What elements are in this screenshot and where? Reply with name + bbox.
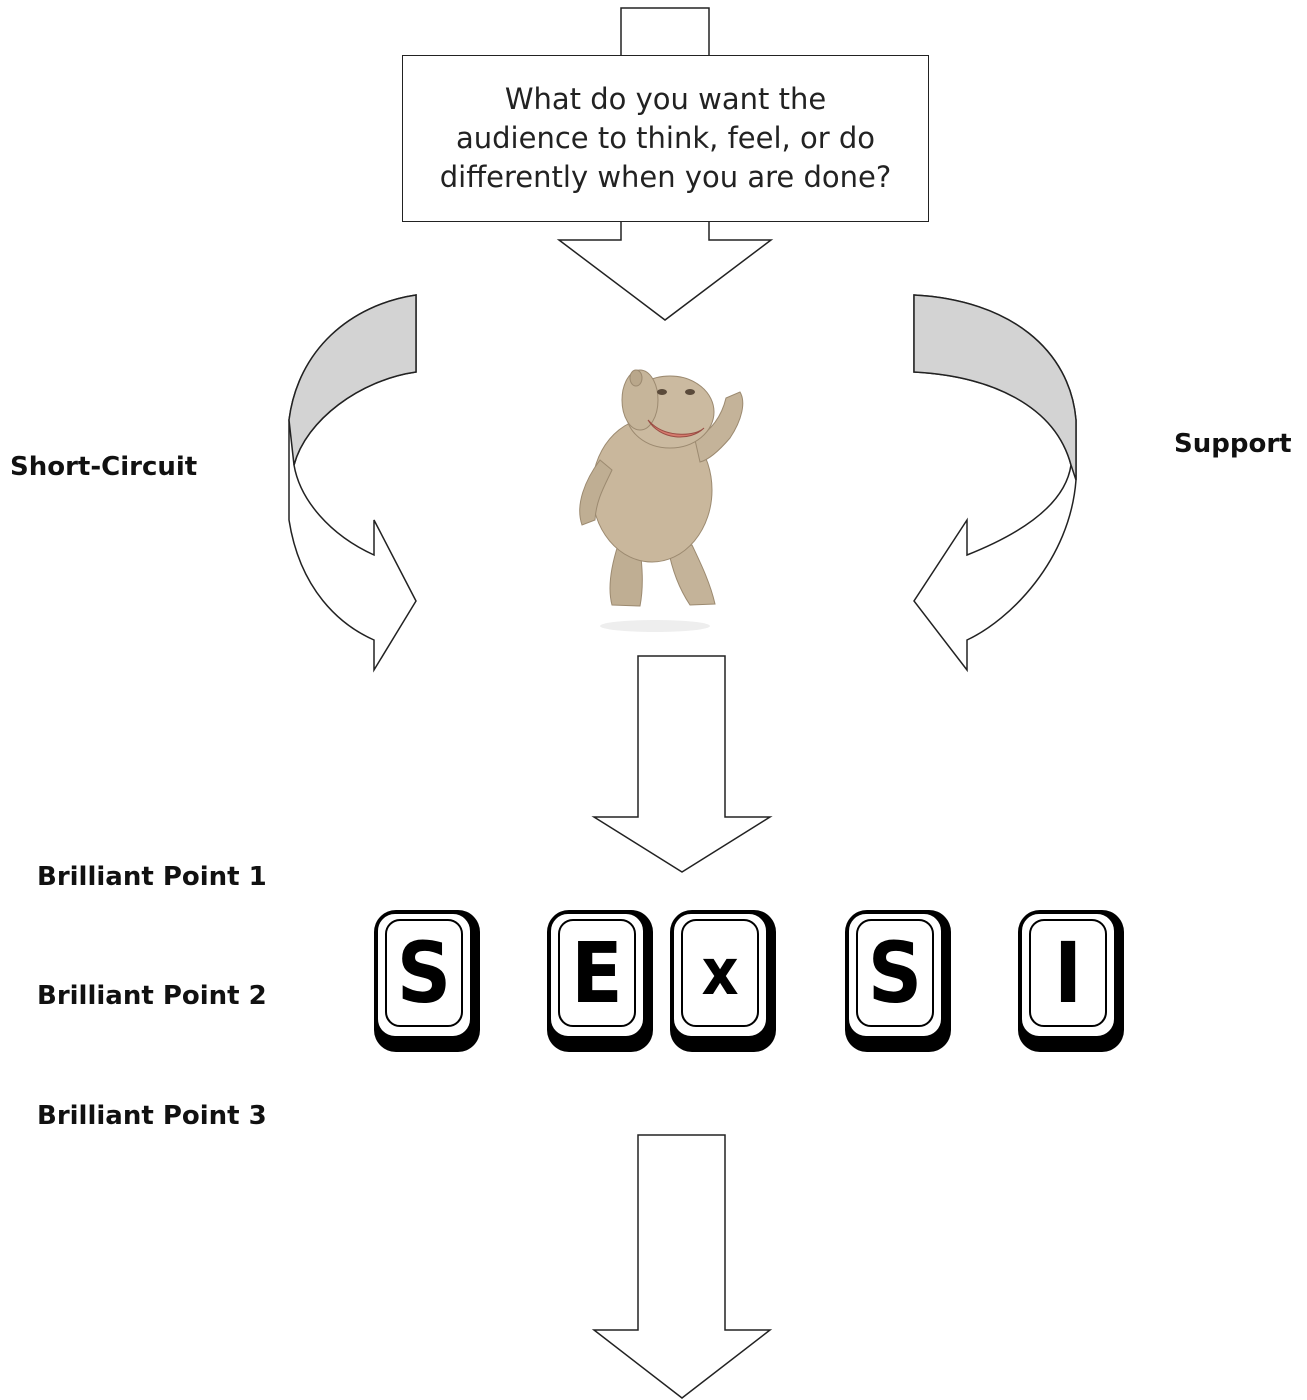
hippo-figure-image	[579, 369, 744, 632]
key-letter: S	[868, 924, 922, 1022]
key-s-1: S	[374, 910, 480, 1052]
goal-question-box: What do you want the audience to think, …	[402, 55, 929, 222]
support-curved-arrow	[913, 294, 1077, 673]
middle-down-arrow	[591, 655, 773, 873]
brilliant-point-2-label: Brilliant Point 2	[37, 981, 267, 1011]
key-x-3: x	[670, 910, 776, 1052]
key-letter: I	[1054, 924, 1082, 1022]
bottom-down-arrow	[591, 1134, 773, 1399]
key-i-5: I	[1018, 910, 1124, 1052]
key-letter: E	[571, 924, 623, 1022]
short-circuit-curved-arrow	[288, 294, 417, 673]
brilliant-point-3-label: Brilliant Point 3	[37, 1101, 267, 1131]
key-s-4: S	[845, 910, 951, 1052]
short-circuit-label: Short-Circuit	[10, 452, 198, 482]
key-letter: S	[397, 924, 451, 1022]
brilliant-point-1-label: Brilliant Point 1	[37, 862, 267, 892]
support-label: Support	[1174, 429, 1292, 459]
key-e-2: E	[547, 910, 653, 1052]
key-letter: x	[701, 936, 738, 1010]
